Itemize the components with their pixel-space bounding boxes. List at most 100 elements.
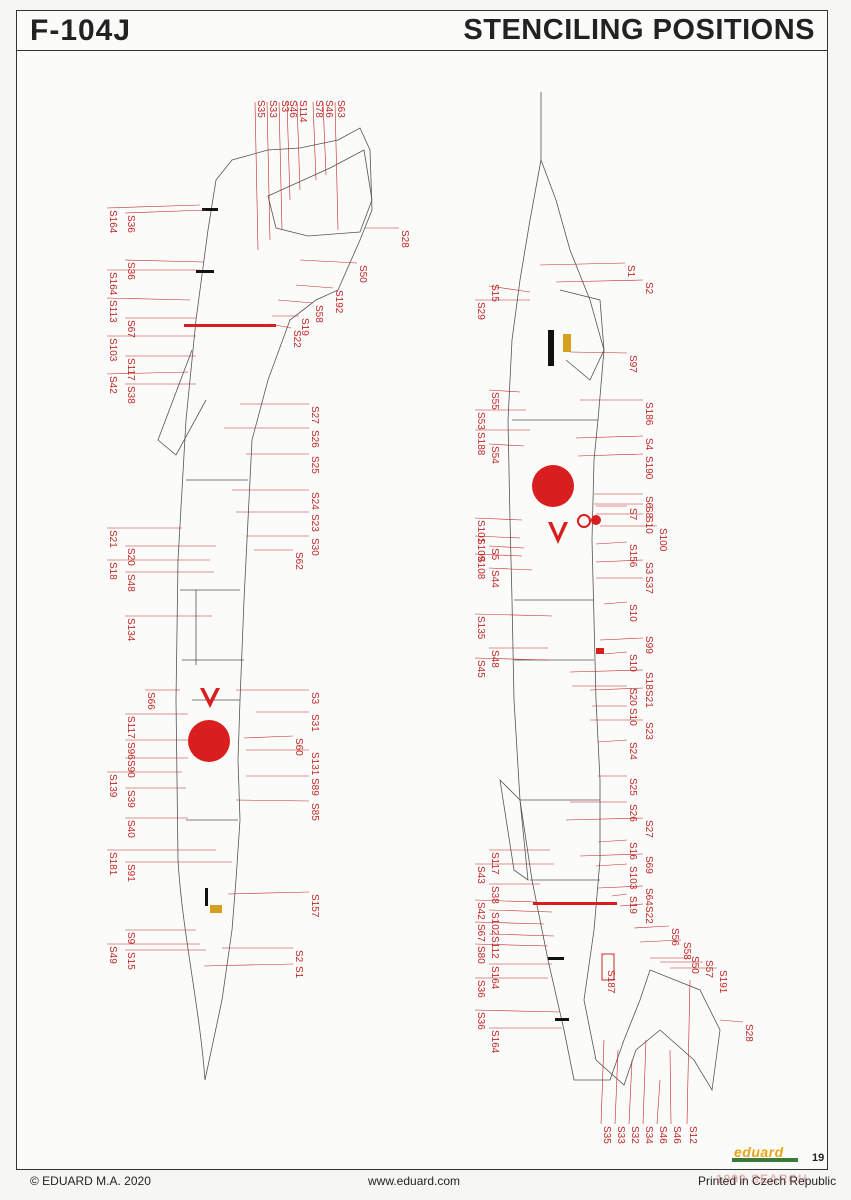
right-callout-label: S102 — [489, 912, 500, 936]
left-callout-label: S3 — [309, 692, 320, 705]
left-chevron — [200, 688, 220, 708]
right-callout-label: S15 — [489, 284, 500, 302]
right-leader-line — [474, 921, 545, 925]
left-leader-line — [124, 259, 205, 263]
right-roundel-small — [577, 514, 591, 528]
right-callout-label: S97 — [627, 355, 638, 373]
right-leader-line — [539, 262, 626, 266]
left-callout-label: S3 — [279, 100, 290, 113]
right-leader-line — [575, 435, 644, 439]
right-callout-label: S109 — [475, 538, 486, 562]
right-callout-label: S54 — [489, 446, 500, 464]
left-leader-line — [286, 101, 291, 201]
right-hinomaru — [532, 465, 574, 507]
right-callout-label: S156 — [627, 544, 638, 568]
right-leader-line — [565, 817, 644, 821]
right-callout-label: S1 — [625, 265, 636, 278]
right-black-stencil — [548, 957, 564, 960]
left-callout-label: S19 — [299, 318, 310, 336]
right-leader-line — [603, 651, 628, 655]
right-leader-line — [474, 943, 549, 947]
printed-in-text: Printed in Czech Republic — [698, 1174, 837, 1188]
right-callout-label: S12 — [687, 1126, 698, 1144]
right-callout-label: S56 — [669, 928, 680, 946]
right-leader-line — [719, 1019, 744, 1023]
left-callout-label: S50 — [357, 265, 368, 283]
right-leader-line — [633, 925, 670, 929]
left-aircraft-view — [157, 127, 373, 1081]
right-leader-line — [474, 517, 523, 521]
right-callout-label: S36 — [475, 980, 486, 998]
right-leader-line — [474, 553, 523, 557]
right-roundel-small — [591, 515, 601, 525]
right-callout-label: S44 — [489, 570, 500, 588]
right-callout-label: S38 — [489, 886, 500, 904]
left-callout-label: S9 — [125, 932, 136, 945]
right-leader-line — [577, 453, 644, 457]
left-callout-label: S42 — [107, 376, 118, 394]
right-leader-line — [628, 1059, 633, 1125]
right-leader-line — [488, 567, 533, 571]
right-callout-label: S46 — [657, 1126, 668, 1144]
right-red-stripe — [533, 902, 617, 905]
right-callout-label: S5 — [489, 548, 500, 561]
right-callout-label: S117 — [489, 852, 500, 875]
left-callout-label: S192 — [333, 290, 344, 314]
right-leader-line — [474, 535, 521, 539]
right-leader-line — [642, 1039, 647, 1125]
right-leader-line — [656, 1079, 661, 1125]
right-leader-line — [488, 545, 525, 549]
right-black-stencil — [555, 1018, 569, 1021]
right-callout-label: S112 — [489, 936, 500, 959]
right-callout-label: S103 — [627, 866, 638, 890]
right-callout-label: S58 — [681, 942, 692, 960]
right-callout-label: S69 — [643, 856, 654, 874]
left-callout-label: S117 — [125, 358, 136, 381]
right-callout-label: S20 — [627, 688, 638, 706]
right-leader-line — [614, 1049, 619, 1125]
right-callout-label: S22 — [643, 906, 654, 924]
left-black-stencil — [196, 270, 214, 273]
right-panel-lines — [512, 419, 600, 881]
right-ventral-fin — [499, 778, 529, 881]
right-callout-label: S19 — [627, 896, 638, 914]
left-callout-label: S66 — [145, 692, 156, 710]
left-leader-line — [106, 204, 201, 209]
left-hinomaru — [188, 720, 230, 762]
left-callout-label: S2 — [293, 950, 304, 963]
left-callout-label: S22 — [291, 330, 302, 348]
right-callout-label: S10 — [627, 708, 638, 726]
header-divider — [16, 50, 828, 51]
left-callout-label: S157 — [309, 894, 320, 918]
right-callout-label: S10 — [643, 516, 654, 534]
right-leader-line — [595, 541, 628, 545]
left-leader-line — [106, 297, 191, 301]
right-leader-line — [595, 863, 628, 867]
left-callout-label: S46 — [287, 100, 298, 118]
right-callout-label: S108 — [475, 556, 486, 580]
left-callout-label: S78 — [313, 100, 324, 118]
left-callout-label: S49 — [107, 946, 118, 964]
left-callout-label: S131 — [309, 752, 320, 776]
right-leader-line — [488, 443, 525, 447]
right-callout-label: S45 — [475, 660, 486, 678]
right-callout-label: S99 — [643, 636, 654, 654]
right-leader-line — [569, 669, 644, 673]
right-callout-label: S80 — [475, 946, 486, 964]
right-callout-label: S164 — [489, 1030, 500, 1054]
left-leader-line — [227, 891, 310, 895]
right-warning-panel — [563, 334, 571, 352]
right-callout-label: S28 — [743, 1024, 754, 1042]
page-title: STENCILING POSITIONS — [463, 14, 815, 46]
right-callout-label: S186 — [643, 402, 654, 426]
left-callout-label: S35 — [255, 100, 266, 118]
left-leader-line — [312, 101, 317, 181]
left-fuselage-outline — [175, 127, 373, 1081]
left-leader-line — [277, 299, 314, 304]
left-leader-line — [124, 209, 207, 214]
right-callout-label: S18 — [643, 672, 654, 690]
right-callout-label: S43 — [475, 866, 486, 884]
page-number: 19 — [812, 1152, 825, 1164]
left-callout-label: S60 — [293, 738, 304, 756]
right-callout-label: S10 — [627, 654, 638, 672]
